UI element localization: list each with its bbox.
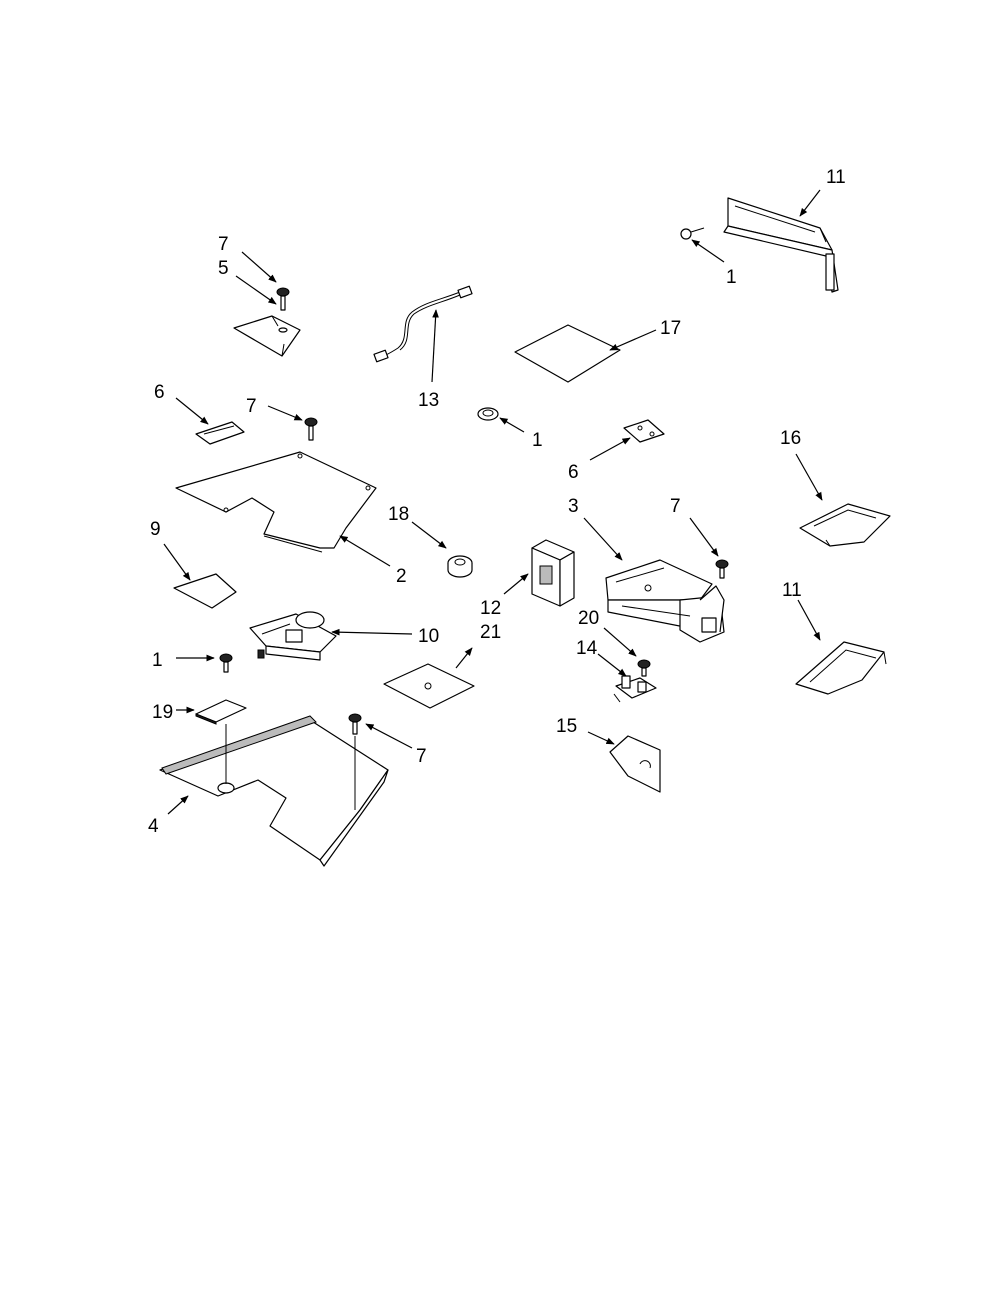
callout-21: 21	[480, 622, 501, 643]
callout-1-center: 1	[532, 430, 543, 451]
callout-3: 3	[568, 496, 579, 517]
part-7-screw-lower	[348, 713, 362, 735]
part-14-bracket	[613, 675, 657, 703]
callout-15: 15	[556, 716, 577, 737]
callout-6-right: 6	[568, 462, 579, 483]
callout-16: 16	[780, 428, 801, 449]
callout-17: 17	[660, 318, 681, 339]
part-10-control-assembly	[249, 611, 337, 661]
part-20-screw	[637, 659, 651, 677]
callout-10: 10	[418, 626, 439, 647]
callout-2: 2	[396, 566, 407, 587]
callout-1-lower-left: 1	[152, 650, 163, 671]
part-19-pad	[195, 699, 247, 725]
part-6-clip-left	[195, 421, 245, 445]
part-9-sheet	[173, 573, 237, 609]
callout-9: 9	[150, 519, 161, 540]
part-13-wire-harness	[373, 285, 473, 363]
part-18-spool	[447, 555, 473, 578]
callout-11-lower: 11	[782, 580, 802, 601]
part-2-plate	[175, 451, 377, 553]
part-11-lower-tray	[795, 641, 887, 695]
leader-lines	[163, 189, 823, 815]
part-1-grommet	[477, 407, 499, 421]
callout-7-motor: 7	[670, 496, 681, 517]
callout-4: 4	[148, 816, 159, 837]
part-12-box	[531, 539, 575, 607]
callout-7-lower: 7	[416, 746, 427, 767]
callout-1-top-right: 1	[726, 267, 737, 288]
callout-13: 13	[418, 390, 439, 411]
callout-5: 5	[218, 258, 229, 279]
callout-labels: 11 1 7 5 13 17 6 7 1 6 16 18 3 7 9 2 12 …	[148, 167, 846, 837]
part-7-screw-plate-2	[304, 417, 318, 441]
callout-14: 14	[576, 638, 598, 659]
part-6-clip-right	[623, 419, 665, 443]
callout-19: 19	[152, 702, 173, 723]
part-15-sheet	[609, 735, 661, 793]
callout-20: 20	[578, 608, 599, 629]
part-11-upper-bracket	[723, 197, 839, 293]
part-1-screw-top	[680, 227, 705, 240]
callout-7-top-left: 7	[218, 234, 229, 255]
part-4-base-plate	[159, 715, 389, 867]
callout-18: 18	[388, 504, 409, 525]
part-7-screw-top-left	[276, 287, 290, 311]
part-17-insulation-sheet	[514, 324, 621, 383]
callout-7-plate: 7	[246, 396, 257, 417]
part-21-sheet	[383, 663, 475, 709]
callout-6-left: 6	[154, 382, 165, 403]
callout-11-upper: 11	[826, 167, 846, 188]
part-5-bracket	[233, 315, 301, 357]
callout-12: 12	[480, 598, 501, 619]
part-3-motor-assembly	[605, 559, 725, 643]
part-16-tray	[799, 503, 891, 547]
part-1-screw-lower-left	[219, 653, 233, 673]
part-7-screw-motor	[715, 559, 729, 579]
